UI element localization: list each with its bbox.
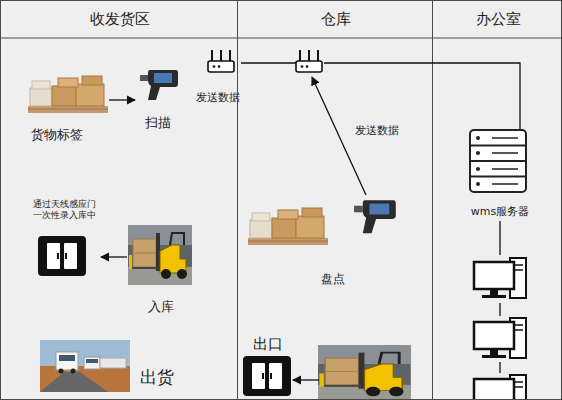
node-label: 通过天线感应门 一次性录入库中 bbox=[27, 199, 101, 221]
computer-node bbox=[473, 316, 529, 362]
server-slot bbox=[492, 183, 518, 185]
cargo-node: 货物标签 bbox=[27, 77, 109, 147]
client-computer bbox=[474, 318, 526, 358]
server-divider bbox=[470, 176, 526, 178]
node-label: wms服务器 bbox=[463, 205, 537, 218]
router-node bbox=[296, 49, 324, 77]
truck-node: 出货 bbox=[41, 341, 177, 397]
note-label: 盘点 bbox=[313, 272, 353, 286]
zone-band: 办公室 wms服务器 bbox=[432, 0, 562, 400]
zone-heading: 办公室 bbox=[433, 10, 562, 28]
truck-cab bbox=[56, 352, 78, 370]
connector-line bbox=[293, 379, 319, 380]
cargo-pallet bbox=[248, 208, 328, 245]
server-led bbox=[476, 136, 480, 140]
truck-window bbox=[86, 359, 98, 363]
handheld-scanner bbox=[140, 70, 178, 100]
server-divider bbox=[470, 160, 526, 162]
photo-ground bbox=[40, 366, 130, 392]
node-label: 扫描 bbox=[135, 115, 181, 131]
truck-wheel bbox=[59, 369, 64, 374]
server-led bbox=[476, 151, 480, 155]
forklift-node bbox=[319, 346, 413, 400]
zone-heading: 仓库 bbox=[238, 10, 434, 28]
server-case bbox=[470, 130, 526, 192]
server-slot bbox=[492, 137, 518, 139]
zone-heading: 收发货区 bbox=[1, 10, 239, 28]
exit-gate-node: 出口 bbox=[243, 333, 293, 400]
server-rack bbox=[470, 130, 526, 192]
connector-line bbox=[241, 62, 296, 63]
server-led bbox=[476, 167, 480, 171]
router-node: 发送数据 bbox=[195, 49, 241, 107]
forklift-node: 入库 bbox=[127, 225, 195, 317]
header-divider bbox=[0, 38, 562, 39]
handheld-scanner bbox=[354, 200, 396, 233]
scanner-node bbox=[355, 195, 397, 243]
server-led bbox=[476, 182, 480, 186]
connector-line bbox=[324, 63, 520, 129]
antenna-gate-node: 通过天线感应门 一次性录入库中 bbox=[27, 199, 101, 279]
server-slot bbox=[492, 152, 518, 154]
connector-line bbox=[101, 256, 127, 257]
cargo-pallet bbox=[28, 76, 108, 113]
connector-line bbox=[499, 303, 500, 316]
connector-line bbox=[109, 99, 135, 100]
server-slot bbox=[492, 168, 518, 170]
outbound-forklift-photo bbox=[318, 345, 411, 400]
antenna-gate bbox=[38, 236, 86, 276]
truck-photo bbox=[40, 340, 130, 392]
server-divider bbox=[470, 145, 526, 147]
truck-wheel bbox=[71, 369, 76, 374]
connector-line bbox=[499, 221, 500, 255]
node-label: 出货 bbox=[137, 367, 177, 387]
wireless-router bbox=[296, 50, 322, 72]
zone-band: 仓库出口 bbox=[237, 0, 433, 400]
node-label: 发送数据 bbox=[193, 91, 243, 104]
photo-road bbox=[40, 372, 108, 392]
node-label: 出口 bbox=[243, 335, 293, 353]
server-node: wms服务器 bbox=[467, 129, 533, 221]
client-computer bbox=[474, 375, 526, 400]
node-label: 货物标签 bbox=[27, 127, 87, 143]
computer-node bbox=[473, 255, 529, 303]
photo-sky bbox=[40, 340, 130, 392]
zone-band: 收发货区货物标签 扫描发送数据通过天线感应门 一次性录入库中入库出货 bbox=[0, 0, 238, 400]
truck-cab bbox=[84, 357, 100, 369]
inbound-forklift-photo bbox=[128, 225, 192, 285]
scanner-node: 扫描 bbox=[135, 67, 181, 131]
truck-window bbox=[59, 355, 75, 361]
connector-line bbox=[499, 362, 500, 373]
connector-label: 发送数据 bbox=[350, 124, 404, 137]
computer-node bbox=[473, 373, 529, 400]
client-computer bbox=[474, 258, 526, 298]
exit-gate bbox=[243, 356, 291, 396]
truck-trailer bbox=[100, 358, 126, 368]
node-label: 入库 bbox=[127, 299, 195, 315]
wireless-router bbox=[208, 50, 234, 72]
